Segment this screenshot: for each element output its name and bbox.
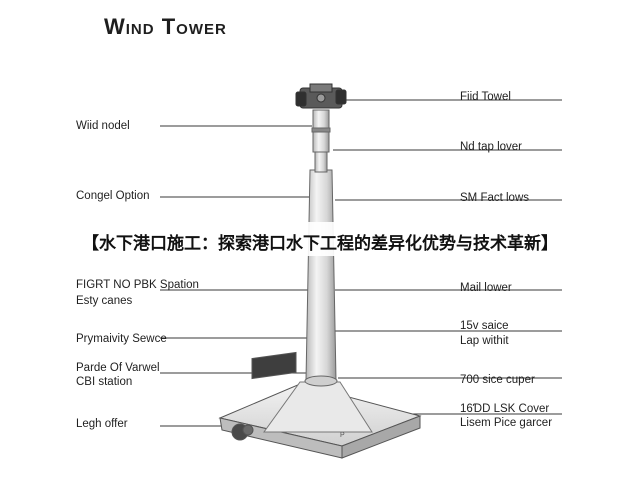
label-nd-tap-lover: Nd tap lover [460, 141, 523, 153]
base-mark: P [340, 432, 345, 439]
tower-base: P [218, 351, 422, 459]
base-panel [251, 351, 297, 380]
label-700-sice-cuper: 700 sice cuper [460, 374, 535, 386]
banner-text: 【水下港口施工：探索港口水下工程的差异化优势与技术革新】 [82, 234, 558, 254]
label-lisem-pice-garcer: Lisem Pice garcer [460, 417, 553, 429]
leader-lines-right [333, 99, 562, 415]
label-cbi-station: CBI station [76, 376, 133, 388]
label-esty-canes: Esty canes [76, 295, 133, 307]
label-congel-option: Congel Option [76, 190, 150, 202]
sensor-head [295, 83, 347, 109]
label-fiid-towel: Fiid Towel [460, 91, 511, 103]
label-16d-lsk-cover: 16ƊD LSK Cover [460, 403, 550, 415]
label-figrt-spation: FIGRT NO PBK Spation [76, 279, 199, 291]
label-15v-saice: 15v saice [460, 320, 509, 332]
label-legh-offer: Legh offer [76, 418, 128, 430]
label-lap-withit: Lap withit [460, 335, 509, 347]
overlay-banner [0, 222, 640, 256]
diagram-title: Wind Tower [104, 14, 227, 39]
label-parde-varwel: Parde Of Varwel [76, 362, 160, 374]
label-prymaivity-sewce: Prymaivity Sewce [76, 333, 167, 345]
label-wind-model: Wiid nodel [76, 120, 130, 132]
label-mail-lower: Mail lower [460, 282, 512, 294]
leader-lines-left [160, 125, 318, 427]
label-sm-fact-lows: SM Fact lows [460, 192, 530, 204]
